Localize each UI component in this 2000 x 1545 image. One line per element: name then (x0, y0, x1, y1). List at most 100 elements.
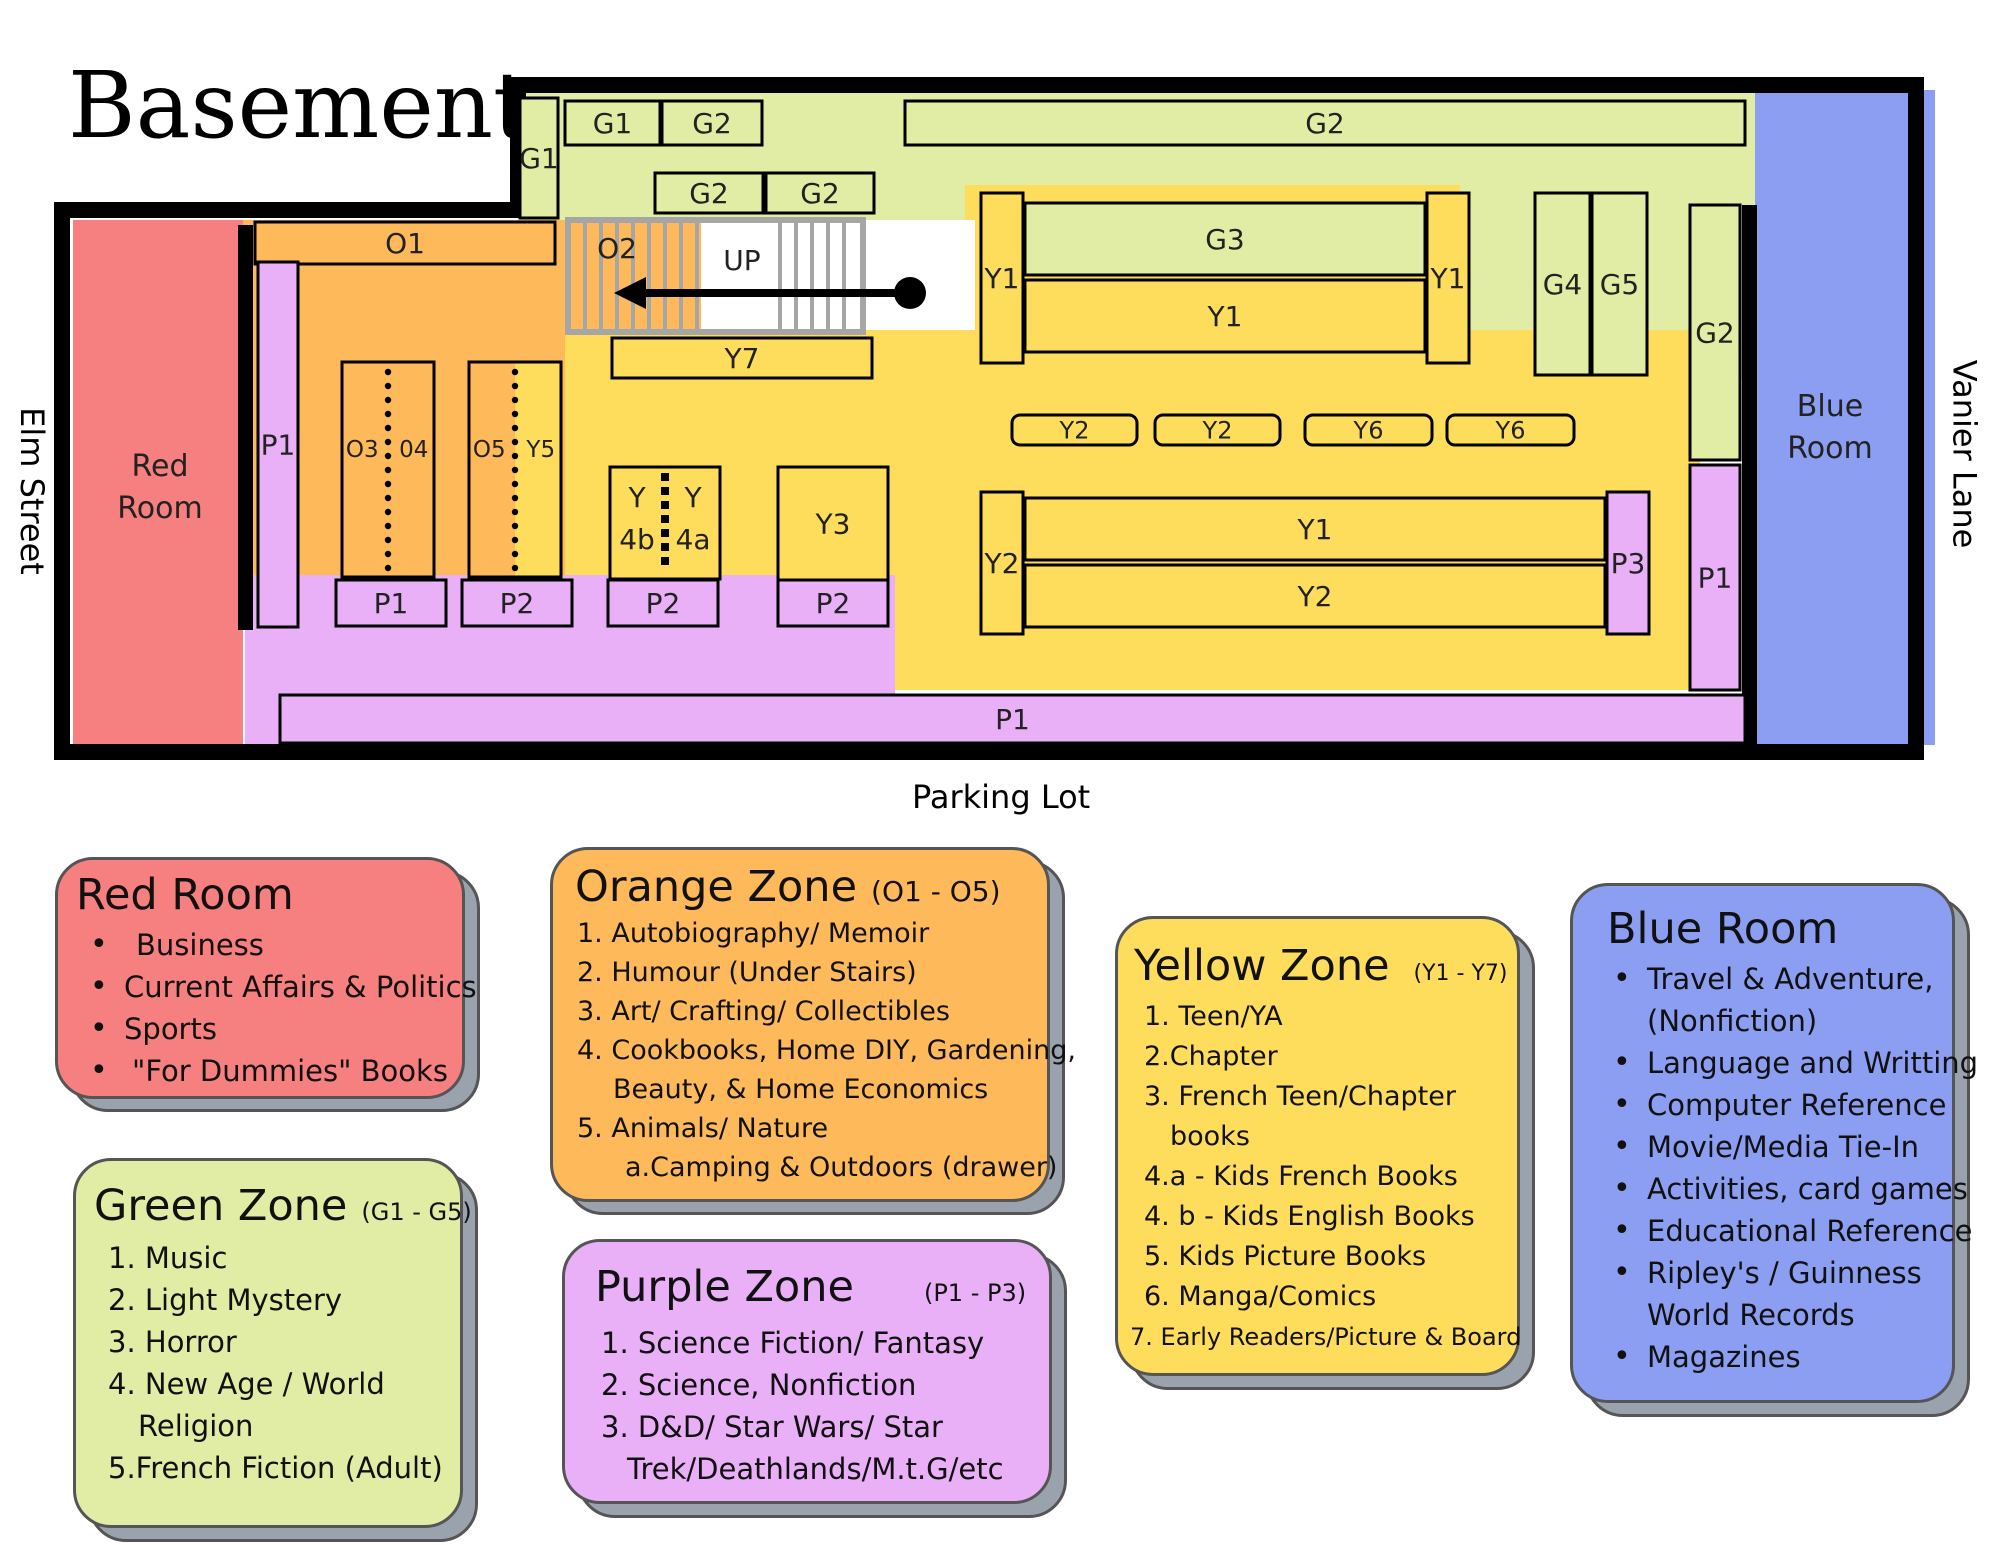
legend-orange-item: a.Camping & Outdoors (drawer) (625, 1152, 1058, 1183)
divider-dot (384, 410, 392, 418)
shelf-label-g2-top-long: G2 (1305, 107, 1345, 140)
shelf-label-y4a: Y (683, 481, 702, 514)
legend-orange-zone: Orange Zone(O1 - O5) 1. Autobiography/ M… (550, 847, 1076, 1202)
blue-room-label-1: Blue (1797, 389, 1863, 424)
shelf-g2-right (1688, 203, 1742, 462)
divider-dot (661, 473, 669, 481)
legend-yellow-item: 7. Early Readers/Picture & Board (1130, 1323, 1522, 1351)
legend-orange-range: (O1 - O5) (871, 875, 1001, 908)
shelf-label-g2-mid-a: G2 (689, 177, 729, 210)
divider-dot (661, 487, 669, 495)
divider-dot (384, 494, 392, 502)
shelf-label-o4: 04 (399, 437, 428, 463)
shelf-g2-top-long (903, 99, 1747, 147)
shelf-label-p1-bottom: P1 (995, 703, 1030, 736)
shelf-label-o1: O1 (385, 227, 425, 260)
shelf-y5 (515, 362, 561, 577)
blue-room-label-2: Room (1787, 431, 1872, 466)
legend-red-item: "For Dummies" Books (76, 1050, 448, 1092)
divider-dot (384, 522, 392, 530)
legend-yellow-item: 4. b - Kids English Books (1144, 1201, 1475, 1232)
divider-dot (511, 522, 519, 530)
shelf-label-p1-small: P1 (374, 587, 409, 620)
shelf-label-y5: Y5 (525, 437, 555, 463)
legend-green-item: 4. New Age / World (108, 1367, 385, 1401)
shelf-y2-lower (1023, 563, 1607, 629)
divider-dot (511, 564, 519, 572)
shelf-p2-b (606, 578, 720, 628)
divider-dot (511, 508, 519, 516)
divider-dot (511, 368, 519, 376)
divider-dot (661, 515, 669, 523)
shelf-g5 (1590, 191, 1649, 377)
legend-yellow-item: 1. Teen/YA (1144, 1001, 1283, 1032)
shelf-label-g5: G5 (1600, 268, 1640, 301)
legend-orange-item: 1. Autobiography/ Memoir (577, 918, 930, 949)
legend-green-item: 5.French Fiction (Adult) (108, 1451, 443, 1485)
shelf-y2-a (1010, 413, 1139, 447)
legend-blue-item: Movie/Media Tie-In (1599, 1126, 1936, 1168)
street-left: Elm Street (12, 407, 51, 575)
stairs-up-label: UP (723, 244, 760, 277)
divider-dot (384, 452, 392, 460)
divider-dot (511, 424, 519, 432)
shelf-g1-side (518, 96, 560, 220)
divider-dot (661, 529, 669, 537)
shelf-label-y1-end-left: Y1 (984, 262, 1020, 295)
shelf-label-y7: Y7 (724, 342, 760, 375)
divider-dot (384, 508, 392, 516)
shelf-y7 (610, 336, 874, 380)
stairs (565, 217, 926, 335)
legend-green-zone: Green Zone(G1 - G5) 1. Music 2. Light My… (73, 1158, 472, 1528)
shelf-label-g3: G3 (1205, 223, 1245, 256)
legend-blue-item: (Nonfiction) (1647, 1004, 1818, 1038)
legend-green-range: (G1 - G5) (361, 1198, 472, 1226)
divider-dot (661, 501, 669, 509)
legend-blue-room: Blue Room Travel & Adventure, (Nonfictio… (1570, 883, 1978, 1403)
legend-blue-item: Educational Reference (1599, 1210, 1972, 1252)
divider-dot (384, 564, 392, 572)
legend-purple-item: Trek/Deathlands/M.t.G/etc (627, 1452, 1004, 1486)
shelf-label-y4a: 4a (676, 523, 711, 556)
divider-dot (511, 438, 519, 446)
divider-dot (511, 396, 519, 404)
legend-purple-zone: Purple Zone(P1 - P3) 1. Science Fiction/… (562, 1239, 1052, 1504)
stairs-arrow-dot (894, 277, 926, 309)
shelf-label-p1-right: P1 (1698, 561, 1733, 594)
shelf-label-y6-a: Y6 (1353, 416, 1384, 444)
legend-orange-item: 2. Humour (Under Stairs) (577, 957, 917, 988)
blue-room (1755, 90, 1935, 745)
divider-dot (511, 494, 519, 502)
shelf-label-g2-mid-b: G2 (800, 177, 840, 210)
shelf-outline-o5-y5 (467, 360, 563, 579)
shelf-o4 (388, 362, 434, 577)
divider-dot (511, 382, 519, 390)
shelf-y1-end-left (979, 191, 1025, 365)
shelf-label-g1-side: G1 (519, 142, 559, 175)
inner-wall-right (1742, 205, 1757, 745)
legend-purple-item: 3. D&D/ Star Wars/ Star (601, 1410, 943, 1444)
shelf-y2-b (1153, 413, 1282, 447)
legend-red-room: Red Room Business Current Affairs & Poli… (55, 857, 477, 1099)
legend-orange-item: Beauty, & Home Economics (613, 1074, 989, 1105)
legend-orange-item: 4. Cookbooks, Home DIY, Gardening, (577, 1035, 1076, 1066)
shelf-g2-mid-b (764, 171, 876, 215)
legend-orange-title: Orange Zone(O1 - O5) (575, 862, 1001, 912)
legend-red-title: Red Room (76, 870, 294, 920)
shelf-y2-end (979, 490, 1025, 636)
shelf-label-g4: G4 (1543, 268, 1583, 301)
legend-blue-item: Ripley's / Guinness (1599, 1252, 1936, 1294)
legend-green-item: 2. Light Mystery (108, 1283, 343, 1317)
divider-dot (511, 550, 519, 558)
legend-blue-item: World Records (1647, 1298, 1855, 1332)
shelf-y6-b (1445, 413, 1576, 447)
shelf-label-p1-left: P1 (261, 428, 296, 461)
shelf-y1-upper (1023, 278, 1427, 354)
legend-orange-item: 3. Art/ Crafting/ Collectibles (577, 996, 950, 1027)
divider-dot (384, 368, 392, 376)
divider-dot (511, 466, 519, 474)
legend-red-item: Sports (76, 1008, 444, 1050)
red-room-label-2: Room (117, 491, 202, 526)
legend-blue-title: Blue Room (1607, 904, 1839, 954)
legend-purple-title: Purple Zone(P1 - P3) (595, 1262, 1027, 1312)
